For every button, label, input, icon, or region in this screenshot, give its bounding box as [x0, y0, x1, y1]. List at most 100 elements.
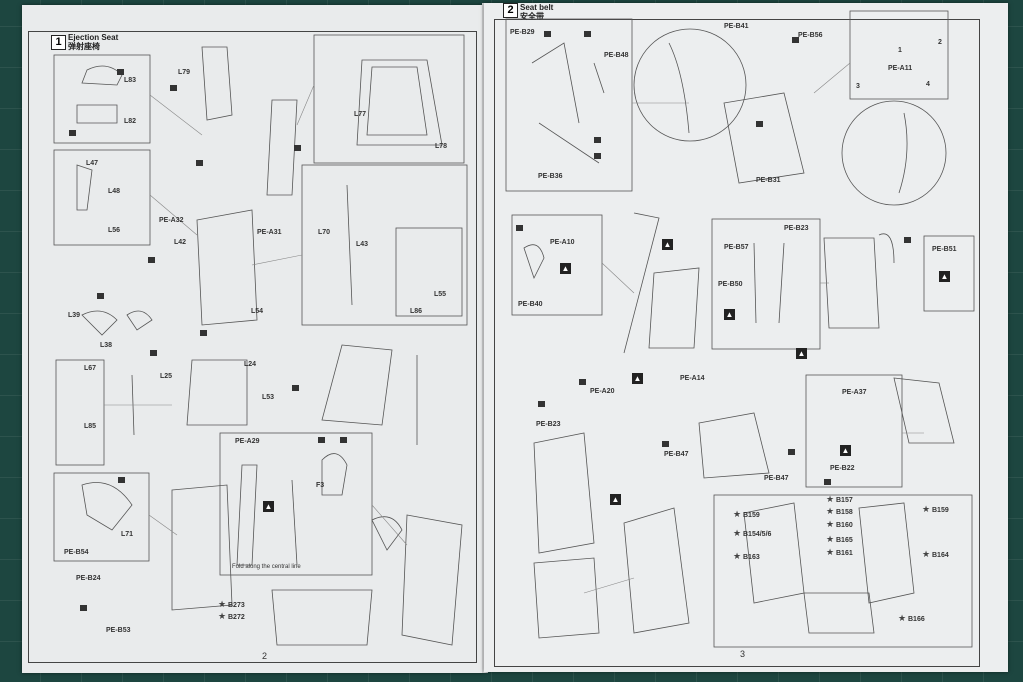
part-label-b159-right: B159 [932, 507, 949, 514]
star-icon: ★ [826, 520, 835, 530]
part-tag [118, 477, 125, 483]
part-tag [662, 441, 669, 447]
caution-icon: ▲ [939, 271, 950, 282]
part-label-pe-b40: PE-B40 [518, 301, 543, 308]
part-label-pe-b47-right: PE-B47 [764, 475, 789, 482]
star-icon: ★ [826, 495, 835, 505]
instruction-page-left: 1 Ejection Seat 弹射座椅 [22, 5, 484, 673]
page-number: 2 [262, 651, 268, 661]
assembly-diagram-left [53, 34, 468, 646]
instruction-page-right: 2 Seat belt 安全带 [484, 3, 1008, 672]
part-label-b166: B166 [908, 616, 925, 623]
fold-note: Fold along the central line [232, 564, 301, 570]
star-icon: ★ [218, 600, 227, 610]
star-icon: ★ [922, 550, 931, 560]
part-label-l78: L78 [435, 143, 448, 150]
part-label-l24: L24 [244, 361, 257, 368]
step-title: Seat belt 安全带 [520, 3, 553, 21]
page-number: 3 [740, 649, 746, 659]
page-frame [494, 19, 980, 667]
part-label-l71: L71 [121, 531, 134, 538]
part-tag [594, 137, 601, 143]
part-tag [150, 350, 157, 356]
part-label-l47: L47 [86, 160, 99, 167]
step-title-en: Seat belt [520, 3, 554, 12]
caution-icon: ▲ [560, 263, 571, 274]
part-tag [788, 449, 795, 455]
part-tag [824, 479, 831, 485]
part-label-pe-b56: PE-B56 [798, 32, 823, 39]
sub-step-1: 1 [898, 47, 902, 54]
sub-step-2: 2 [938, 39, 942, 46]
part-label-pe-a29: PE-A29 [235, 438, 260, 445]
part-label-l82: L82 [124, 118, 137, 125]
part-tag [756, 121, 763, 127]
part-label-pe-b23: PE-B23 [784, 225, 809, 232]
part-label-pe-b36: PE-B36 [538, 173, 563, 180]
part-label-l70: L70 [318, 229, 331, 236]
assembly-diagram-right [505, 10, 975, 648]
page-frame [28, 31, 477, 663]
part-label-pe-b31: PE-B31 [756, 177, 781, 184]
part-label-l56: L56 [108, 227, 121, 234]
part-label-pe-b23-lower: PE-B23 [536, 421, 561, 428]
part-label-l43: L43 [356, 241, 369, 248]
part-tag [80, 605, 87, 611]
part-tag [196, 160, 203, 166]
part-label-l67: L67 [84, 365, 97, 372]
part-label-b273: B273 [228, 602, 245, 609]
part-label-l39: L39 [68, 312, 81, 319]
part-label-l48: L48 [108, 188, 121, 195]
part-label-b164: B164 [932, 552, 949, 559]
part-label-b158: B158 [836, 509, 853, 516]
step-title-en: Ejection Seat [68, 33, 119, 42]
caution-icon: ▲ [724, 309, 735, 320]
caution-icon: ▲ [263, 501, 274, 512]
part-label-l54: L54 [251, 308, 264, 315]
part-tag [117, 69, 124, 75]
caution-icon: ▲ [610, 494, 621, 505]
part-label-b157: B157 [836, 497, 853, 504]
sub-step-3: 3 [856, 83, 860, 90]
part-label-pe-a20: PE-A20 [590, 388, 615, 395]
part-label-b160: B160 [836, 522, 853, 529]
part-tag [340, 437, 347, 443]
part-label-b161: B161 [836, 550, 853, 557]
part-label-l25: L25 [160, 373, 173, 380]
part-tag [170, 85, 177, 91]
part-label-pe-b29: PE-B29 [510, 29, 535, 36]
part-label-pe-b57: PE-B57 [724, 244, 749, 251]
part-label-pe-a10: PE-A10 [550, 239, 575, 246]
part-label-b159: B159 [743, 512, 760, 519]
part-label-pe-a14: PE-A14 [680, 375, 705, 382]
star-icon: ★ [826, 548, 835, 558]
part-label-f3: F3 [316, 482, 325, 489]
part-label-pe-b47: PE-B47 [664, 451, 689, 458]
step-number: 1 [51, 35, 66, 50]
star-icon: ★ [826, 507, 835, 517]
part-label-l77: L77 [354, 111, 367, 118]
part-tag [538, 401, 545, 407]
part-label-pe-b48: PE-B48 [604, 52, 629, 59]
part-tag [200, 330, 207, 336]
part-label-l53: L53 [262, 394, 275, 401]
part-label-l83: L83 [124, 77, 137, 84]
sub-step-4: 4 [926, 81, 930, 88]
star-icon: ★ [922, 505, 931, 515]
part-label-l55: L55 [434, 291, 447, 298]
part-label-pe-a32: PE-A32 [159, 217, 184, 224]
part-tag [544, 31, 551, 37]
step-title: Ejection Seat 弹射座椅 [68, 33, 118, 51]
part-label-b165: B165 [836, 537, 853, 544]
part-label-pe-b22: PE-B22 [830, 465, 855, 472]
part-tag [792, 37, 799, 43]
part-tag [318, 437, 325, 443]
step-title-cn: 安全带 [520, 12, 544, 21]
part-label-pe-b24: PE-B24 [76, 575, 101, 582]
star-icon: ★ [733, 529, 742, 539]
caution-icon: ▲ [796, 348, 807, 359]
part-label-l85: L85 [84, 423, 97, 430]
part-label-pe-b41: PE-B41 [724, 23, 749, 30]
star-icon: ★ [898, 614, 907, 624]
part-tag [904, 237, 911, 243]
